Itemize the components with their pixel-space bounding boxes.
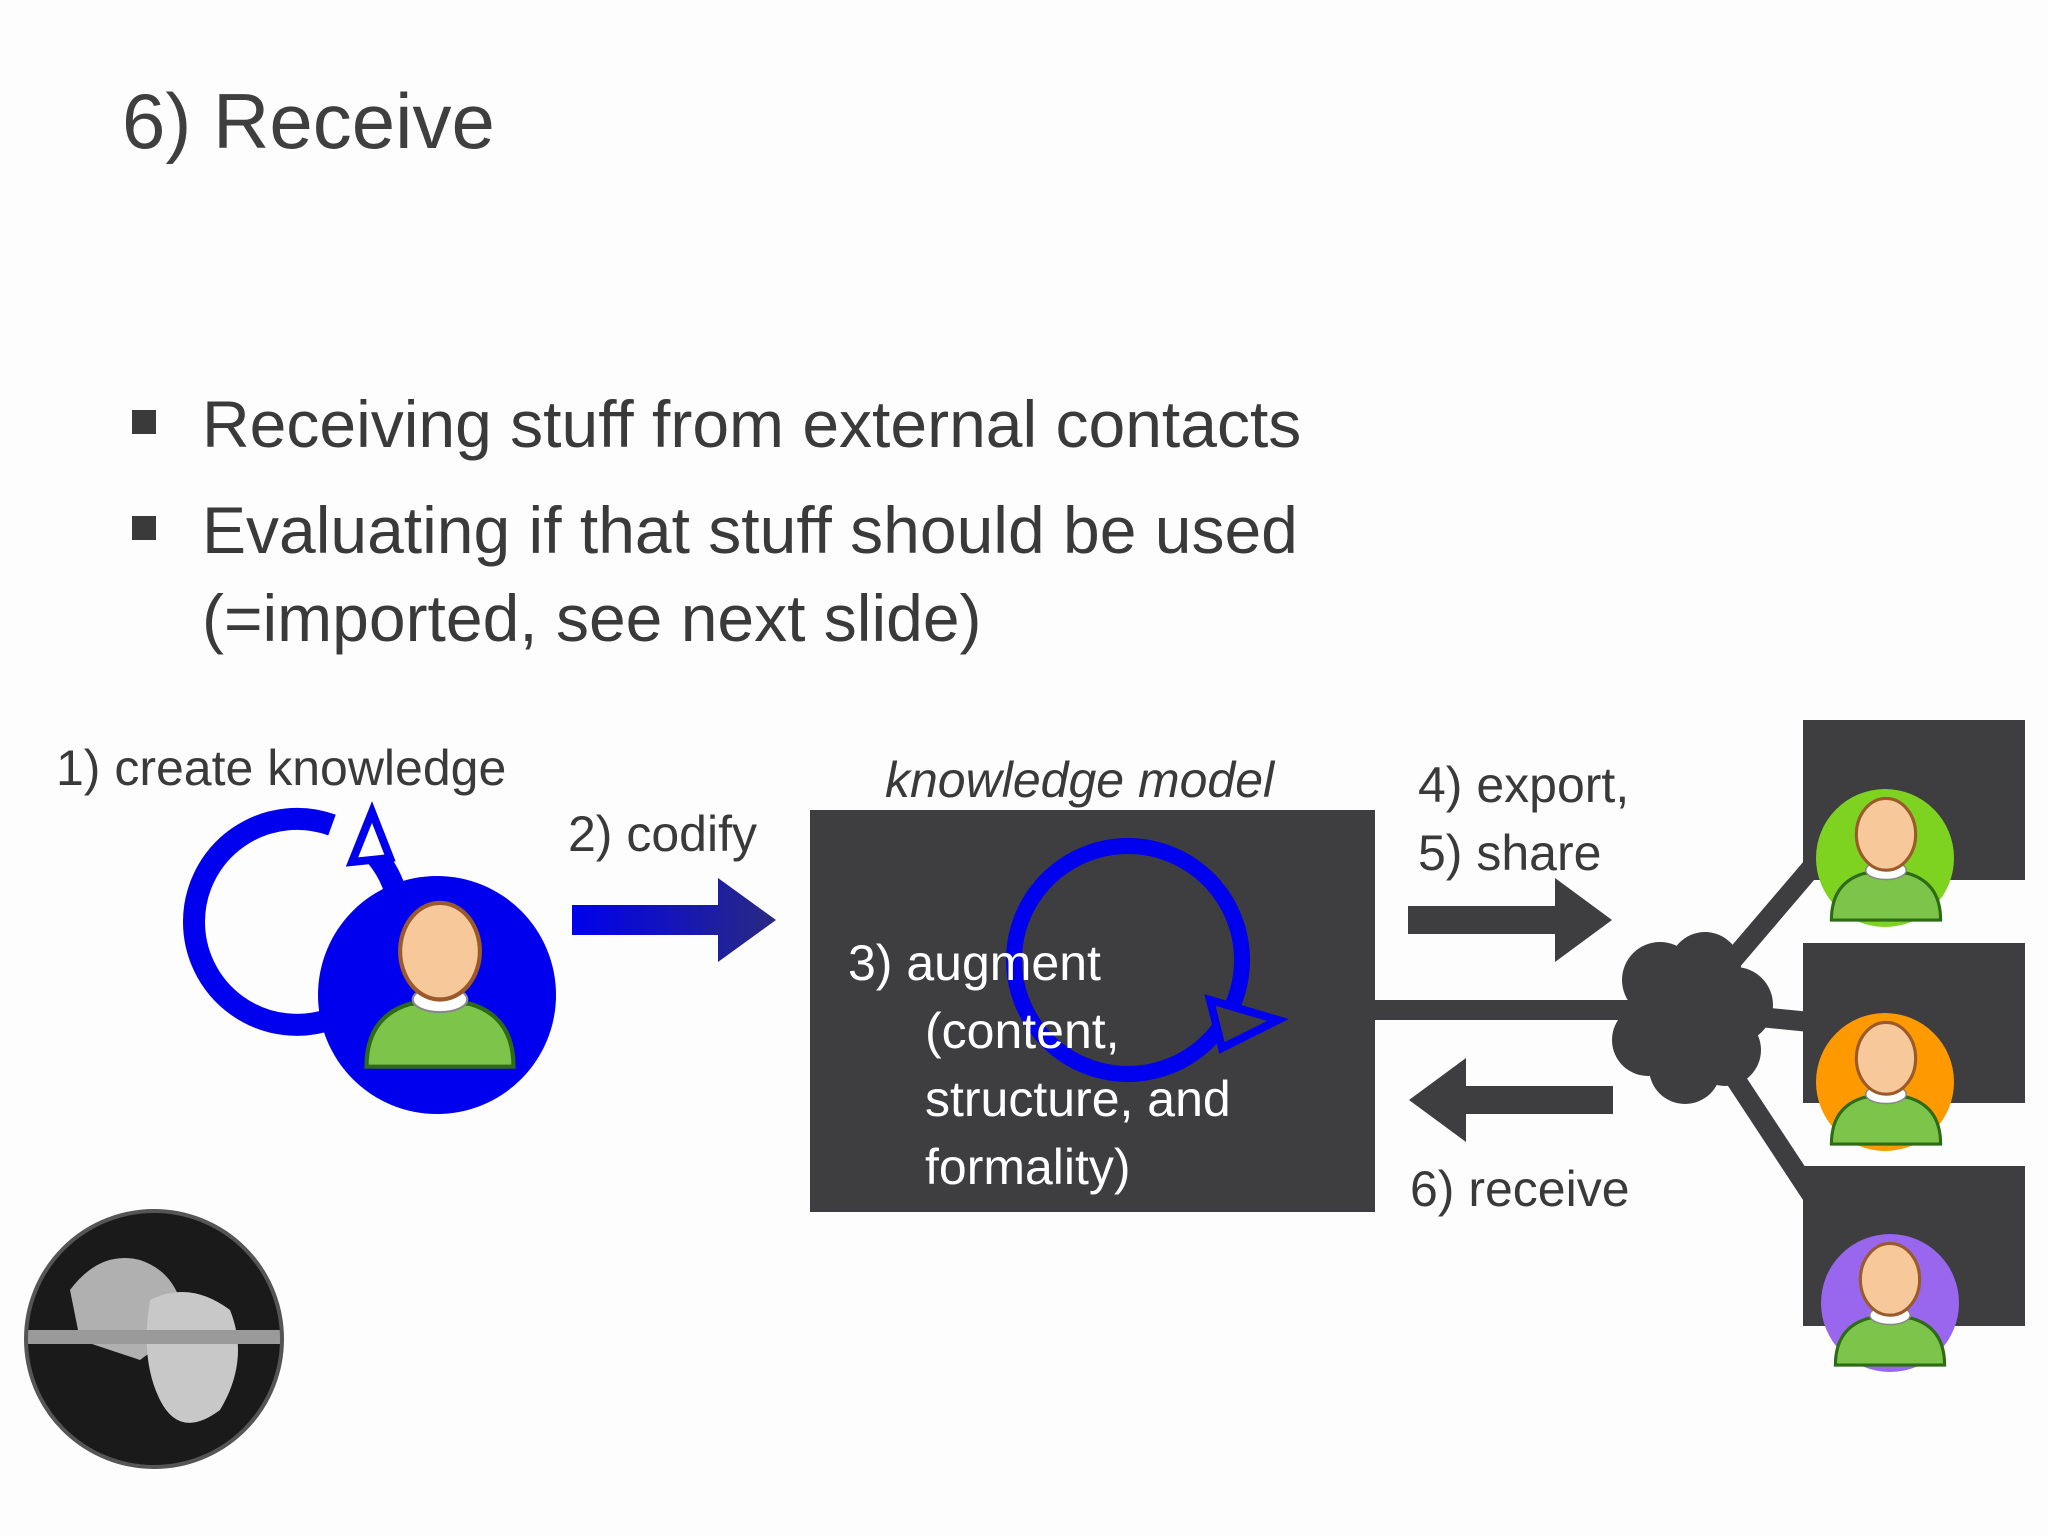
knowledge-model-label: knowledge model [885,752,1275,808]
bullet-text: Receiving stuff from external contacts [202,387,1302,461]
export-label: 4) export, [1418,757,1630,813]
bullet-square-icon [132,516,156,540]
augment-label-line1: 3) augment [848,935,1101,991]
cloud-icon [1612,932,1773,1104]
codify-arrow-icon [572,878,776,962]
bullet-text: Evaluating if that stuff should be used … [202,493,1298,655]
globe-icon [24,1209,284,1469]
knowledge-model-box [810,810,1375,1212]
bullet-list: Receiving stuff from external contacts E… [122,380,1562,662]
augment-label-line2: (content, [925,1003,1120,1059]
augment-label-line4: formality) [925,1139,1131,1195]
share-label: 5) share [1418,825,1602,881]
receive-label: 6) receive [1410,1161,1630,1217]
export-arrow-icon [1408,878,1612,962]
bullet-square-icon [132,410,156,434]
codify-label: 2) codify [568,806,757,862]
slide-title: 6) Receive [122,77,495,165]
receive-arrow-icon [1409,1058,1613,1142]
bullet-item: Receiving stuff from external contacts [122,380,1562,468]
bullet-item: Evaluating if that stuff should be used … [122,486,1562,662]
augment-label-line3: structure, and [925,1071,1231,1127]
augment-loop-icon [1006,838,1289,1082]
create-knowledge-label: 1) create knowledge [56,740,507,796]
